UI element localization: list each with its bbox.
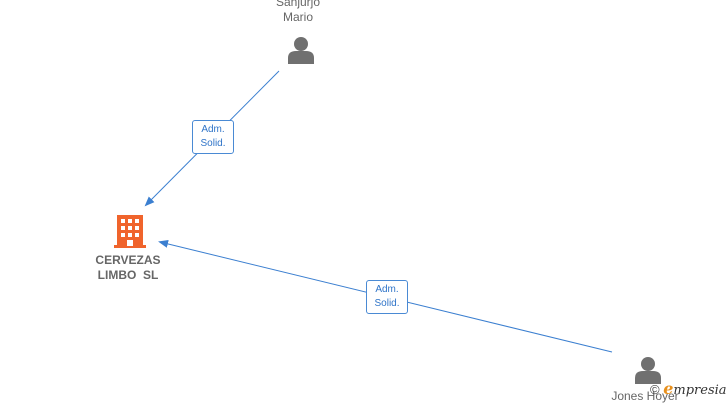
brand-logo-initial: e [663, 379, 674, 398]
edge-role-label-top: Adm. Solid. [192, 120, 234, 154]
building-icon[interactable] [114, 215, 146, 248]
company-name-line2: LIMBO SL [97, 268, 159, 282]
edge-top-role-line1: Adm. [201, 124, 225, 135]
person-node-label-top[interactable]: Sanjurjo Mario [258, 0, 338, 25]
empresia-watermark: © empresia [650, 379, 727, 398]
person-top-name-line2: Mario [282, 10, 313, 24]
edge-bottom-role-line2: Solid. [374, 298, 400, 309]
person-top-name-line1: Sanjurjo [275, 0, 321, 9]
person-icon[interactable] [288, 37, 314, 64]
edge-top-role-line2: Solid. [200, 138, 226, 149]
edge-bottom-role-line1: Adm. [375, 284, 399, 295]
copyright-symbol: © [650, 382, 660, 397]
edge-role-label-bottom: Adm. Solid. [366, 280, 408, 314]
company-node-label[interactable]: CERVEZAS LIMBO SL [78, 253, 178, 283]
brand-logo-text: mpresia [673, 383, 727, 398]
company-name-line1: CERVEZAS [95, 253, 161, 267]
brand-logo: empresia [663, 379, 727, 398]
person-icon[interactable] [635, 357, 661, 384]
